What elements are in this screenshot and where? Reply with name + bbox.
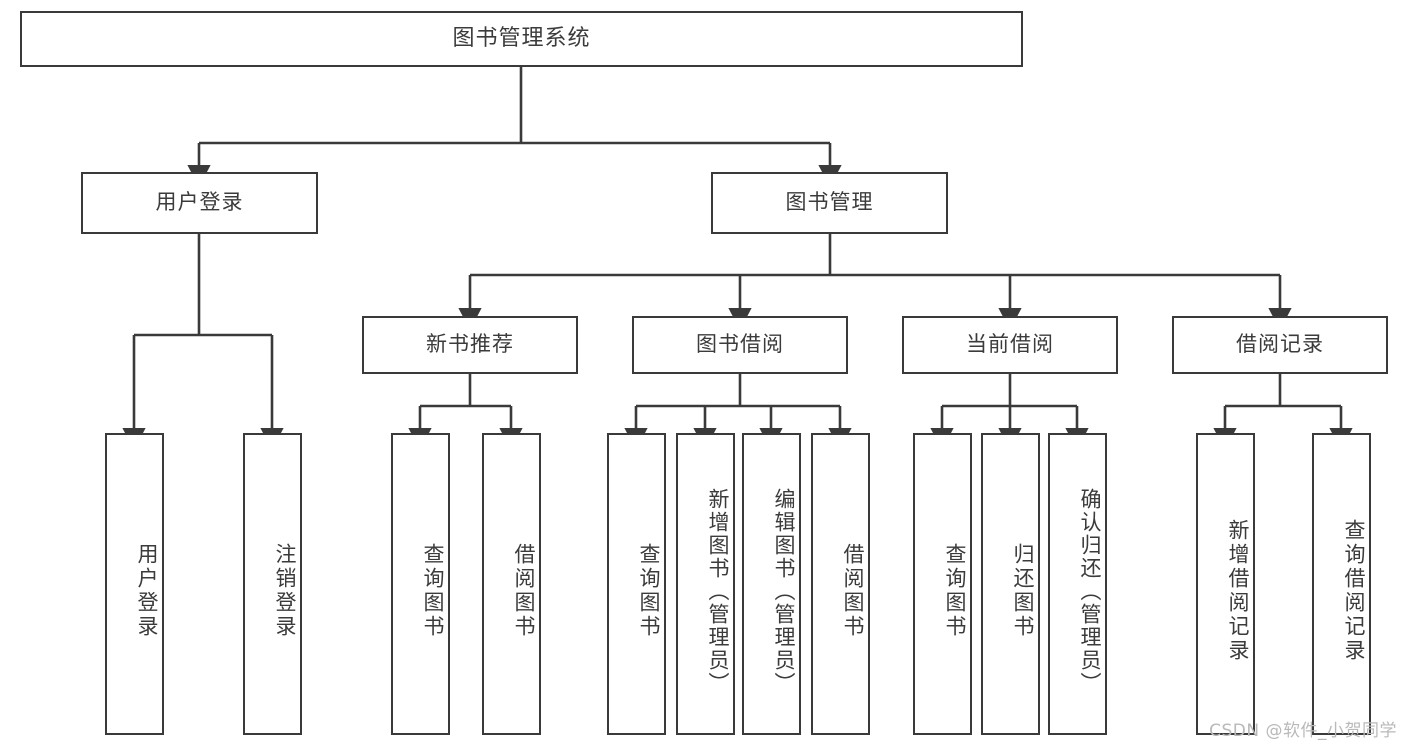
node-label: 注销登录 [273, 543, 297, 639]
leaf-user-login-login[interactable]: 用户登录 [105, 433, 164, 735]
node-label: 图书管理系统 [452, 25, 591, 51]
node-book-management[interactable]: 图书管理 [711, 172, 948, 234]
node-label: 查询图书 [943, 543, 967, 639]
node-label: 新增借阅记录 [1226, 519, 1250, 663]
leaf-current-borrow-return[interactable]: 归还图书 [981, 433, 1040, 735]
node-label: 图书借阅 [696, 332, 784, 357]
node-label: 借阅图书 [512, 543, 536, 639]
csdn-watermark: CSDN @软件_小贺同学 [1209, 721, 1397, 741]
node-label: 查询图书 [637, 543, 661, 639]
leaf-current-borrow-query[interactable]: 查询图书 [913, 433, 972, 735]
node-label: 用户登录 [155, 190, 244, 215]
node-borrow-record[interactable]: 借阅记录 [1172, 316, 1388, 374]
node-label: 编辑图书（管理员） [772, 487, 796, 695]
node-label: 当前借阅 [966, 332, 1054, 357]
leaf-book-borrow-query[interactable]: 查询图书 [607, 433, 666, 735]
node-new-book-recommend[interactable]: 新书推荐 [362, 316, 578, 374]
node-label: 图书管理 [785, 190, 874, 215]
leaf-borrow-record-add[interactable]: 新增借阅记录 [1196, 433, 1255, 735]
node-current-borrow[interactable]: 当前借阅 [902, 316, 1118, 374]
node-label: 新书推荐 [426, 332, 514, 357]
leaf-book-borrow-edit[interactable]: 编辑图书（管理员） [742, 433, 801, 735]
leaf-new-book-query[interactable]: 查询图书 [391, 433, 450, 735]
leaf-new-book-borrow[interactable]: 借阅图书 [482, 433, 541, 735]
node-root-system[interactable]: 图书管理系统 [20, 11, 1023, 67]
node-label: 查询图书 [421, 543, 445, 639]
node-label: 用户登录 [135, 543, 159, 639]
node-label: 借阅图书 [841, 543, 865, 639]
leaf-book-borrow-add[interactable]: 新增图书（管理员） [676, 433, 735, 735]
leaf-user-login-logout[interactable]: 注销登录 [243, 433, 302, 735]
leaf-current-borrow-confirm-return[interactable]: 确认归还（管理员） [1048, 433, 1107, 735]
node-label: 借阅记录 [1236, 332, 1324, 357]
leaf-book-borrow-borrow[interactable]: 借阅图书 [811, 433, 870, 735]
leaf-borrow-record-query[interactable]: 查询借阅记录 [1312, 433, 1371, 735]
node-label: 确认归还（管理员） [1078, 487, 1102, 695]
node-label: 查询借阅记录 [1342, 519, 1366, 663]
node-user-login[interactable]: 用户登录 [81, 172, 318, 234]
node-label: 新增图书（管理员） [706, 487, 730, 695]
node-book-borrow[interactable]: 图书借阅 [632, 316, 848, 374]
node-label: 归还图书 [1011, 543, 1035, 639]
